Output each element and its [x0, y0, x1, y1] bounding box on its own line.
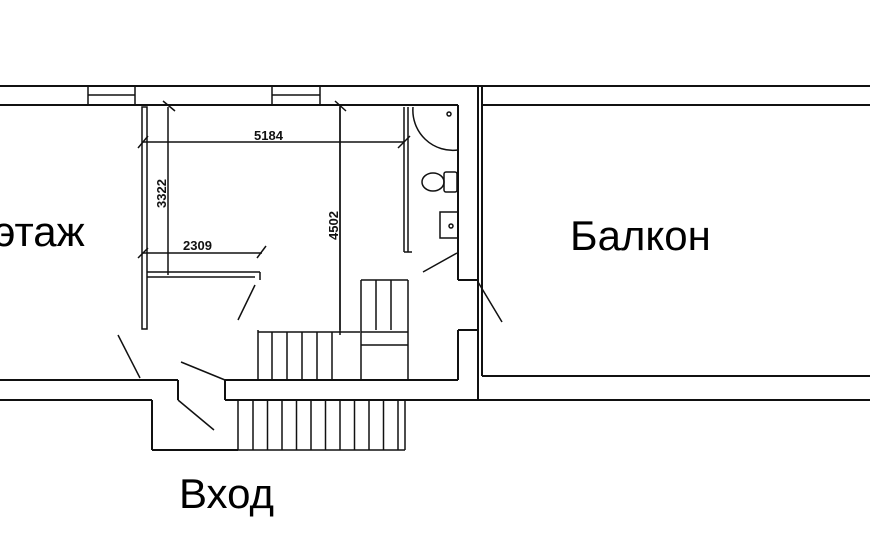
balcony-label: Балкон [570, 212, 711, 259]
outer-walls [0, 85, 870, 451]
doors [117, 106, 503, 431]
inner-stairs [257, 279, 409, 380]
dimension-2309: 2309 [183, 238, 212, 253]
entrance-label: Вход [179, 470, 275, 517]
dimension-5184: 5184 [254, 128, 284, 143]
dimension-lines [137, 100, 411, 335]
dimension-3322: 3322 [154, 179, 169, 208]
windows [87, 85, 321, 106]
dimension-4502: 4502 [326, 211, 341, 240]
outer-stairs [237, 400, 406, 451]
floor-label: этаж [0, 208, 85, 255]
bathroom-fixtures [421, 111, 459, 239]
